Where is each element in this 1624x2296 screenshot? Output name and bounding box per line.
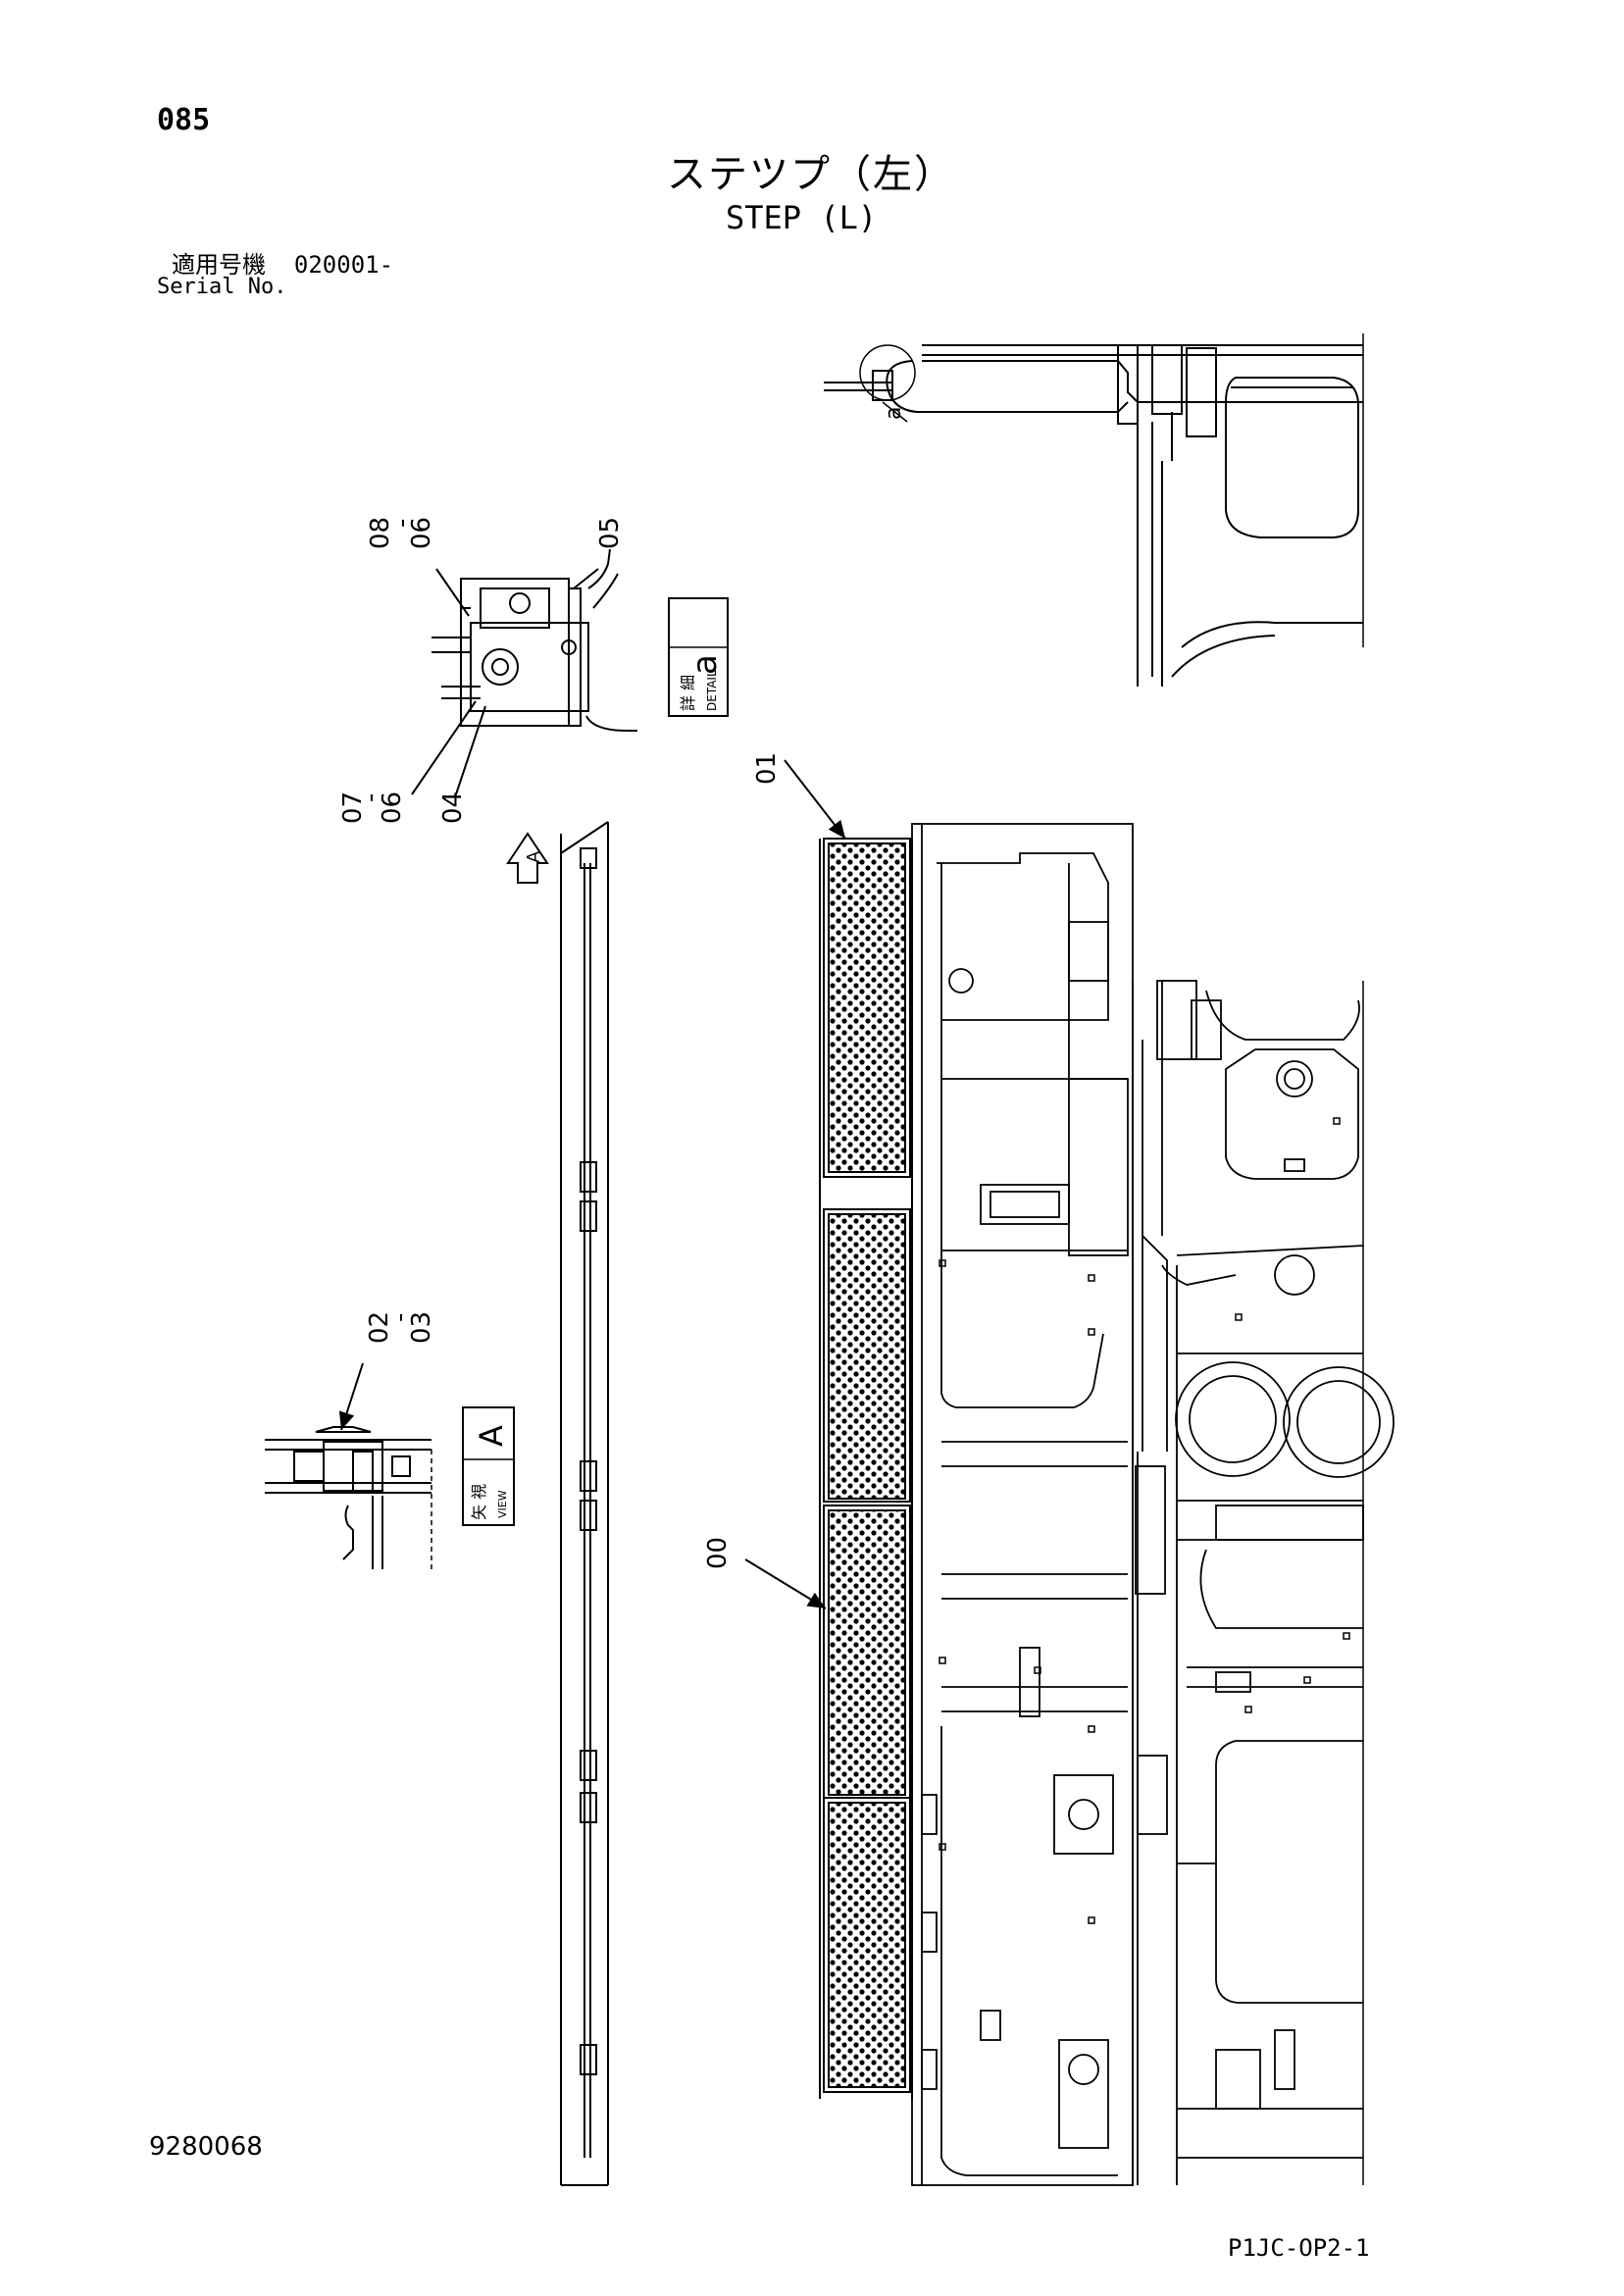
leader-04 (455, 705, 486, 795)
view-label-box (462, 1406, 515, 1526)
callout-03: 03 (407, 1311, 436, 1344)
leader-01 (784, 759, 846, 840)
leader-00 (744, 1558, 827, 1609)
detail-letter: a (685, 654, 725, 675)
callout-07-dash: - (356, 793, 385, 802)
view-jp-label: 矢 視 (470, 1484, 488, 1520)
callout-00: 00 (703, 1537, 733, 1569)
callout-08-dash: - (387, 519, 417, 528)
leader-05 (573, 568, 599, 589)
callout-02: 02 (365, 1311, 394, 1344)
reference-code: P1JC-OP2-1 (1228, 2234, 1370, 2262)
callout-06-bottom: 06 (378, 791, 407, 824)
callout-02-dash: - (385, 1313, 415, 1322)
leader-07-06 (411, 700, 477, 795)
detail-a-drawing (431, 548, 637, 732)
serial-label-jp-text: 適用号機 (172, 251, 266, 279)
leader-02-03 (338, 1362, 364, 1431)
serial-label-english: Serial No. (157, 275, 287, 299)
detail-a-marker: a (882, 407, 906, 420)
serial-label-japanese: 適用号機 020001- (172, 253, 393, 277)
callout-05: 05 (595, 517, 625, 549)
view-arrow-letter: A (524, 850, 544, 863)
page-number: 085 (157, 103, 211, 137)
page-title-japanese: ステツプ（左） (667, 152, 955, 197)
leader-08-06 (435, 568, 470, 617)
view-a-drawing (265, 1426, 432, 1569)
detail-label-box (668, 597, 729, 717)
callout-01: 01 (752, 752, 782, 785)
page-title-english: STEP (L) (726, 199, 878, 236)
figure-number: 9280068 (149, 2132, 263, 2162)
step-side-view (560, 821, 609, 2186)
view-en-label: VIEW (496, 1490, 509, 1518)
detail-en-label: DETAIL (705, 670, 719, 711)
upper-frame-top-view (824, 344, 1363, 687)
callout-04: 04 (438, 791, 468, 824)
callout-08: 08 (366, 517, 395, 549)
callout-06-top: 06 (407, 517, 436, 549)
engine-area (1156, 980, 1395, 2159)
callout-07: 07 (338, 791, 368, 824)
frame-bolts (939, 1117, 1350, 1924)
step-plates (819, 838, 913, 2099)
detail-jp-label: 詳 細 (679, 675, 697, 711)
view-a-arrow (506, 832, 549, 884)
view-letter: A (473, 1425, 510, 1447)
serial-number-value: 020001- (293, 251, 394, 279)
main-frame-plan-view (911, 823, 1237, 2186)
